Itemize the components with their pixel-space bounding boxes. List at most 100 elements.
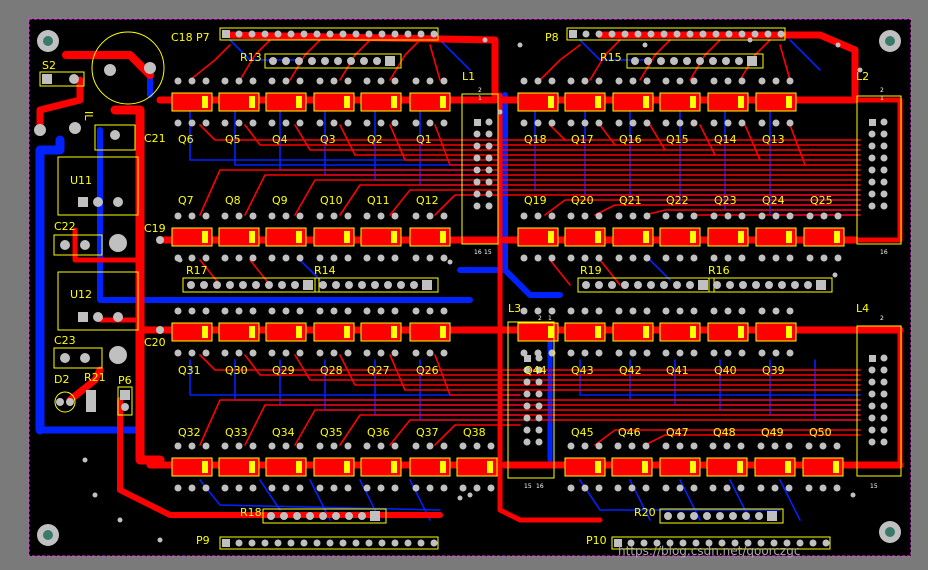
label-r19: R19 xyxy=(580,264,602,277)
label-p8: P8 xyxy=(545,31,559,44)
coil-pad-array[interactable] xyxy=(868,354,888,446)
transistor-footprint[interactable] xyxy=(564,212,606,262)
transistor-label: Q9 xyxy=(272,194,288,207)
transistor-label: Q26 xyxy=(416,364,439,377)
pin-header-footprint[interactable] xyxy=(569,30,785,38)
transistor-footprint[interactable] xyxy=(612,212,654,262)
transistor-footprint[interactable] xyxy=(456,442,498,492)
transistor-footprint[interactable] xyxy=(313,212,355,262)
label-p7: P7 xyxy=(196,31,210,44)
transistor-label: Q27 xyxy=(367,364,390,377)
transistor-label: Q46 xyxy=(618,426,641,439)
transistor-footprint[interactable] xyxy=(409,307,451,357)
transistor-footprint[interactable] xyxy=(218,212,260,262)
transistor-footprint[interactable] xyxy=(171,77,213,127)
transistor-footprint[interactable] xyxy=(360,77,402,127)
transistor-footprint[interactable] xyxy=(564,307,606,357)
transistor-label: Q17 xyxy=(571,133,594,146)
transistor-label: Q19 xyxy=(524,194,547,207)
transistor-footprint[interactable] xyxy=(360,212,402,262)
transistor-label: Q28 xyxy=(320,364,343,377)
resistor-network-footprint[interactable] xyxy=(314,277,439,293)
transistor-footprint[interactable] xyxy=(707,307,749,357)
resistor-network-footprint[interactable] xyxy=(626,53,764,69)
transistor-footprint[interactable] xyxy=(171,442,213,492)
resistor-network-footprint[interactable] xyxy=(264,53,402,69)
transistor-footprint[interactable] xyxy=(802,442,844,492)
transistor-footprint[interactable] xyxy=(707,212,749,262)
transistor-footprint[interactable] xyxy=(707,77,749,127)
transistor-footprint[interactable] xyxy=(659,77,701,127)
pin-header-footprint[interactable] xyxy=(222,30,438,38)
coil-pin-label: 2 xyxy=(538,315,542,322)
transistor-footprint[interactable] xyxy=(612,77,654,127)
transistor-footprint[interactable] xyxy=(706,442,748,492)
transistor-footprint[interactable] xyxy=(218,307,260,357)
coil-pad-array[interactable] xyxy=(473,118,493,210)
transistor-label: Q5 xyxy=(225,133,241,146)
transistor-footprint[interactable] xyxy=(803,212,845,262)
transistor-footprint[interactable] xyxy=(755,212,797,262)
transistor-footprint[interactable] xyxy=(409,442,451,492)
resistor-network-footprint[interactable] xyxy=(659,508,784,524)
transistor-footprint[interactable] xyxy=(755,307,797,357)
label-c19: C19 xyxy=(144,222,166,235)
transistor-footprint[interactable] xyxy=(564,77,606,127)
transistor-footprint[interactable] xyxy=(218,442,260,492)
transistor-label: Q1 xyxy=(416,133,432,146)
mounting-hole xyxy=(37,524,59,546)
transistor-footprint[interactable] xyxy=(171,307,213,357)
coil-pin-label: 1 xyxy=(478,95,482,102)
label-r13: R13 xyxy=(240,51,262,64)
resistor-network-footprint[interactable] xyxy=(577,277,715,293)
transistor-footprint[interactable] xyxy=(218,77,260,127)
transistor-footprint[interactable] xyxy=(265,442,307,492)
transistor-footprint[interactable] xyxy=(517,212,559,262)
transistor-label: Q33 xyxy=(225,426,248,439)
transistor-footprint[interactable] xyxy=(409,77,451,127)
pad-layer xyxy=(171,30,888,547)
transistor-footprint[interactable] xyxy=(171,212,213,262)
coil-pad-array[interactable] xyxy=(868,118,888,210)
coil-pad-array[interactable] xyxy=(523,354,543,446)
transistor-label: Q35 xyxy=(320,426,343,439)
transistor-label: Q20 xyxy=(571,194,594,207)
transistor-footprint[interactable] xyxy=(265,307,307,357)
transistor-footprint[interactable] xyxy=(265,77,307,127)
transistor-footprint[interactable] xyxy=(360,307,402,357)
coil-pin-label: 15 xyxy=(484,249,492,256)
label-p9: P9 xyxy=(196,534,210,547)
transistor-footprint[interactable] xyxy=(754,442,796,492)
transistor-footprint[interactable] xyxy=(517,307,559,357)
transistor-label: Q14 xyxy=(714,133,737,146)
transistor-footprint[interactable] xyxy=(517,77,559,127)
transistor-label: Q31 xyxy=(178,364,201,377)
pin-header-footprint[interactable] xyxy=(614,539,830,547)
transistor-footprint[interactable] xyxy=(313,307,355,357)
transistor-footprint[interactable] xyxy=(265,212,307,262)
transistor-label: Q41 xyxy=(666,364,689,377)
resistor-network-footprint[interactable] xyxy=(262,508,387,524)
transistor-footprint[interactable] xyxy=(659,307,701,357)
resistor-network-footprint[interactable] xyxy=(708,277,833,293)
transistor-footprint[interactable] xyxy=(313,442,355,492)
transistor-footprint[interactable] xyxy=(612,307,654,357)
transistor-footprint[interactable] xyxy=(659,212,701,262)
transistor-footprint[interactable] xyxy=(360,442,402,492)
label-u12: U12 xyxy=(70,288,92,301)
transistor-footprint[interactable] xyxy=(755,77,797,127)
label-r17: R17 xyxy=(186,264,208,277)
transistor-footprint[interactable] xyxy=(564,442,606,492)
transistor-label: Q7 xyxy=(178,194,194,207)
transistor-footprint[interactable] xyxy=(611,442,653,492)
header-outlines xyxy=(219,27,831,550)
transistor-label: Q42 xyxy=(619,364,642,377)
transistor-footprint[interactable] xyxy=(659,442,701,492)
coil-pin-label: 15 xyxy=(870,483,878,490)
coil-outlines xyxy=(461,93,902,479)
transistor-footprint[interactable] xyxy=(409,212,451,262)
label-p6: P6 xyxy=(118,374,132,387)
transistor-footprint[interactable] xyxy=(313,77,355,127)
pin-header-footprint[interactable] xyxy=(222,539,438,547)
